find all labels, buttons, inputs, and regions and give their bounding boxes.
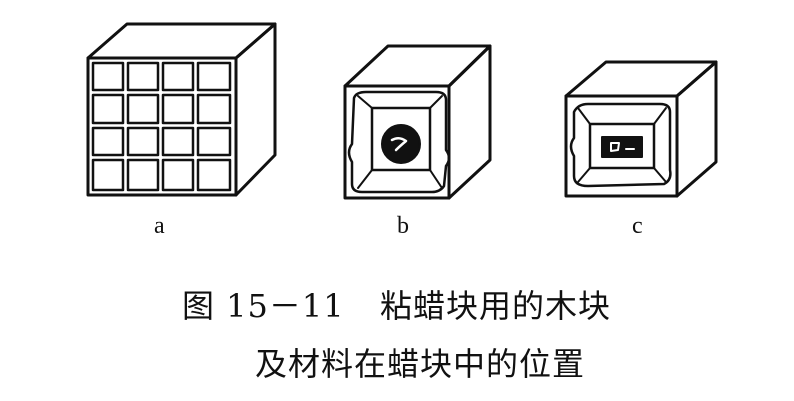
panel-label-b: b [397,213,409,239]
caption-line-1: 粘蜡块用的木块 [380,287,612,325]
wax-block-c [564,60,718,198]
grid-cells [91,61,232,192]
wax-block-b [343,44,492,200]
wood-block-a [86,22,277,197]
caption-line-2: 及材料在蜡块中的位置 [255,345,586,383]
figure-number: 图 15－11 [182,287,345,325]
panel-label-a: a [154,213,165,239]
panel-label-c: c [632,213,643,239]
